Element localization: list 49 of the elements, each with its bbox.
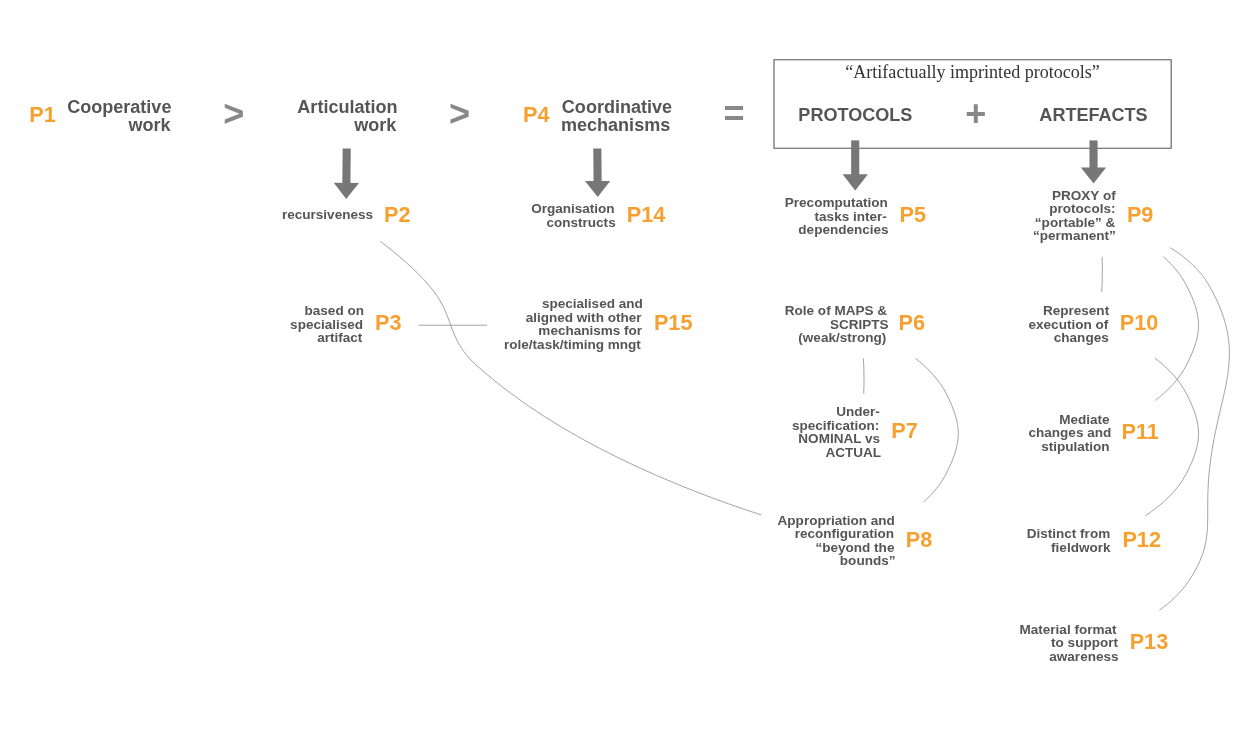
node-label: P9 — [1126, 201, 1154, 227]
node-text: Articulation work — [297, 97, 398, 136]
node-text: Mediate changes and stipulation — [1028, 411, 1112, 454]
node-label: P13 — [1129, 628, 1169, 654]
connector — [914, 357, 959, 503]
node-label: P4 — [523, 102, 550, 128]
label: + — [965, 92, 987, 134]
node-text: specialised and aligned with other mechanisms for role/task/timing mngt — [504, 296, 643, 352]
arrow — [333, 148, 359, 199]
node-text: Appropriation and reconfiguration “beyond the bounds” — [777, 512, 896, 569]
node-text: Role of MAPS & SCRIPTS (weak/strong) — [784, 303, 889, 346]
node-text: recursiveness — [281, 207, 374, 223]
label: > — [448, 92, 471, 134]
node-text: ARTEFACTS — [1039, 105, 1148, 126]
node-text: Coordinative mechanisms — [560, 97, 673, 136]
arrow — [842, 140, 868, 191]
connector — [862, 357, 865, 395]
node-label: P5 — [899, 202, 926, 228]
node-text: based on specialised artifact — [290, 303, 364, 346]
node-text: Material format to support awareness — [1019, 621, 1119, 664]
connector — [1145, 357, 1199, 517]
node-text: Distinct from fieldwork — [1026, 526, 1111, 555]
node-label: P8 — [905, 526, 933, 552]
node-text: Precomputation tasks inter- dependencies — [784, 194, 889, 238]
node-label: P7 — [891, 418, 918, 444]
node-label: P3 — [374, 310, 402, 336]
node-label: P11 — [1121, 418, 1159, 444]
node-text: PROXY of protocols: “portable” & “permanent” — [1033, 187, 1116, 244]
connector — [1158, 247, 1230, 611]
arrow — [1080, 140, 1107, 184]
node-label: P1 — [29, 102, 56, 128]
node-label: P2 — [384, 201, 411, 227]
node-label: P12 — [1122, 526, 1161, 552]
node-label: P6 — [898, 310, 926, 336]
connector — [417, 324, 488, 326]
label: = — [723, 92, 745, 134]
node-label: P10 — [1119, 310, 1159, 336]
node-text: Under- specification: NOMINAL vs ACTUAL — [792, 404, 882, 461]
node-text: Organisation constructs — [531, 201, 616, 230]
node-label: P15 — [653, 309, 693, 335]
node-text: Represent execution of changes — [1028, 303, 1110, 346]
node-label: P14 — [626, 201, 666, 227]
connector — [1101, 256, 1103, 293]
arrow — [584, 148, 611, 198]
node-text: Cooperative work — [67, 97, 172, 136]
label: > — [223, 92, 245, 134]
connector — [379, 240, 762, 516]
connector — [1154, 256, 1199, 401]
node-text: PROTOCOLS — [798, 105, 913, 126]
